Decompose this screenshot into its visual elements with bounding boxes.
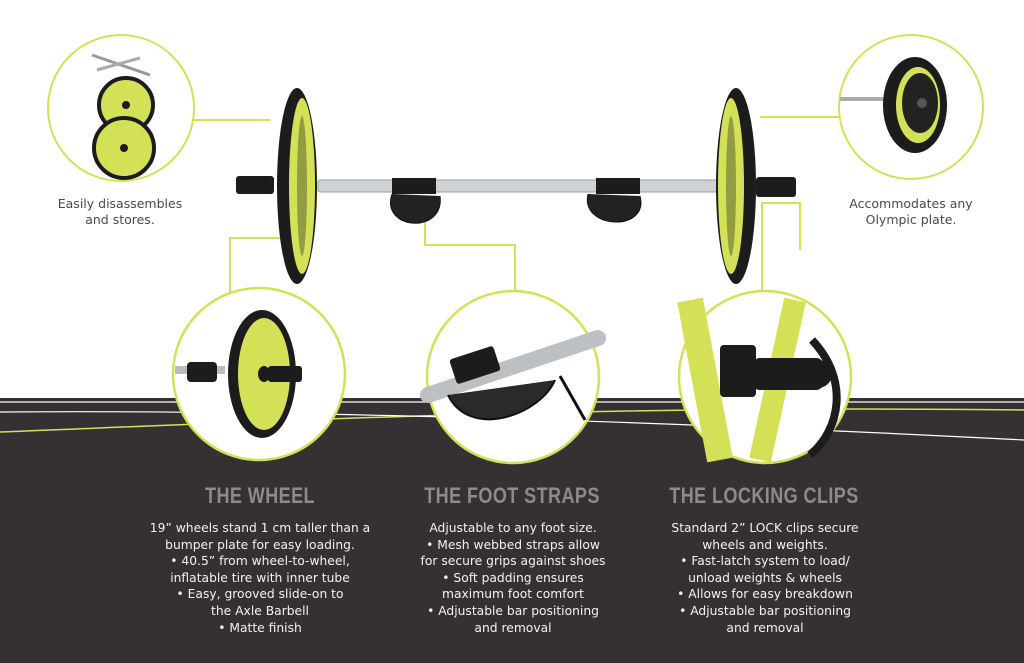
- straps-title: THE FOOT STRAPS: [424, 483, 600, 508]
- wheel-line: inflatable tire with inner tube: [170, 570, 350, 585]
- disassemble-caption-line-2: and stores.: [85, 212, 155, 227]
- disassemble-caption-line-1: Easily disassembles: [57, 196, 183, 211]
- wheel-line: • Easy, grooved slide-on to: [176, 587, 344, 602]
- straps-line: for secure grips against shoes: [420, 554, 606, 569]
- wheel-line: 19” wheels stand 1 cm taller than a: [149, 521, 371, 535]
- clips-line: unload weights & wheels: [688, 570, 842, 585]
- clips-detail-circle: [677, 289, 853, 465]
- wheel-detail-circle: [171, 286, 347, 462]
- wheel-line: the Axle Barbell: [211, 603, 309, 618]
- wheel-line: • 40.5” from wheel-to-wheel,: [170, 554, 350, 569]
- straps-line: maximum foot comfort: [442, 587, 584, 602]
- clips-line: • Allows for easy breakdown: [677, 587, 853, 602]
- clips-line: and removal: [726, 620, 804, 635]
- connector-lines: [194, 116, 840, 298]
- straps-detail-circle: [420, 289, 606, 465]
- wheel-title: THE WHEEL: [205, 483, 315, 508]
- straps-line: and removal: [474, 620, 552, 635]
- straps-line: • Adjustable bar positioning: [427, 603, 599, 618]
- straps-line: • Soft padding ensures: [442, 570, 584, 585]
- wheel-description: 19” wheels stand 1 cm taller than a bump…: [135, 520, 385, 636]
- olympic-caption-line-1: Accommodates any: [849, 196, 973, 211]
- straps-line: • Mesh webbed straps allow: [426, 537, 600, 552]
- barbell: [236, 88, 796, 284]
- clips-title: THE LOCKING CLIPS: [669, 483, 859, 508]
- straps-line: Adjustable to any foot size.: [429, 521, 597, 535]
- olympic-plate-circle: [838, 34, 984, 180]
- olympic-caption: Accommodates any Olympic plate.: [836, 196, 986, 228]
- clips-line: • Fast-latch system to load/: [680, 554, 850, 569]
- clips-line: wheels and weights.: [702, 537, 828, 552]
- olympic-caption-line-2: Olympic plate.: [865, 212, 957, 227]
- wheel-line: bumper plate for easy loading.: [165, 537, 355, 552]
- clips-description: Standard 2” LOCK clips secure wheels and…: [640, 520, 890, 636]
- disassemble-caption: Easily disassembles and stores.: [45, 196, 195, 228]
- disassemble-circle: [47, 34, 195, 182]
- clips-line: Standard 2” LOCK clips secure: [671, 521, 859, 535]
- wheel-line: • Matte finish: [218, 620, 302, 635]
- straps-description: Adjustable to any foot size. • Mesh webb…: [388, 520, 638, 636]
- clips-line: • Adjustable bar positioning: [679, 603, 851, 618]
